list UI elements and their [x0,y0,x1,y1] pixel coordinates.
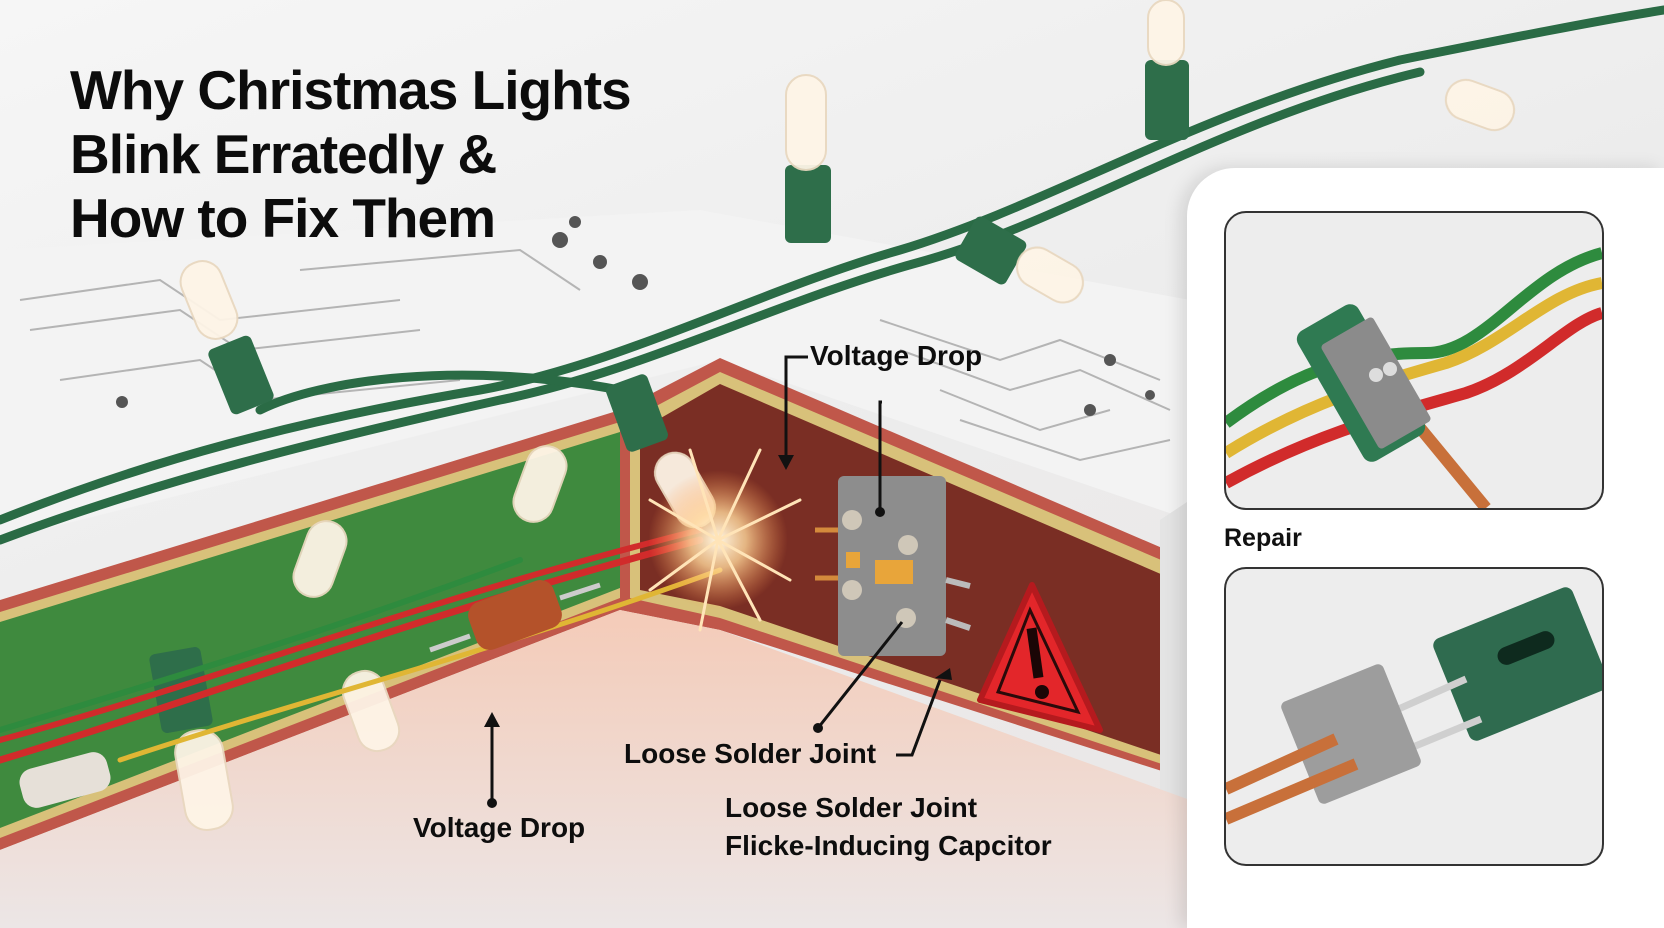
label-flicker-capacitor: Flicke-Inducing Capcitor [725,830,1052,861]
resistor-icon [19,752,111,808]
repair-card-socket [1224,567,1604,866]
capacitor-icon [429,580,601,653]
label-voltage-drop-bottom: Voltage Drop [413,812,586,843]
label-loose-solder-joint-secondary: Loose Solder Joint [725,792,978,823]
repair-panel: Repair [1187,168,1664,928]
repair-card-splice [1224,211,1604,510]
title-line-2: Blink Erratedly & [70,123,497,185]
page-title: Why Christmas Lights Blink Erratedly & H… [70,58,632,250]
warning-triangle-icon [977,582,1103,733]
label-voltage-drop-top: Voltage Drop [810,340,983,371]
repair-label: Repair [1224,524,1302,552]
label-loose-solder-joint: Loose Solder Joint [624,738,877,769]
wire-splice-illustration [1226,247,1602,508]
chip-component [815,476,971,656]
title-line-3: How to Fix Them [70,187,496,249]
title-line-1: Why Christmas Lights [70,59,632,121]
bulb-socket-illustration [1226,587,1602,825]
spark-icon [648,448,802,632]
